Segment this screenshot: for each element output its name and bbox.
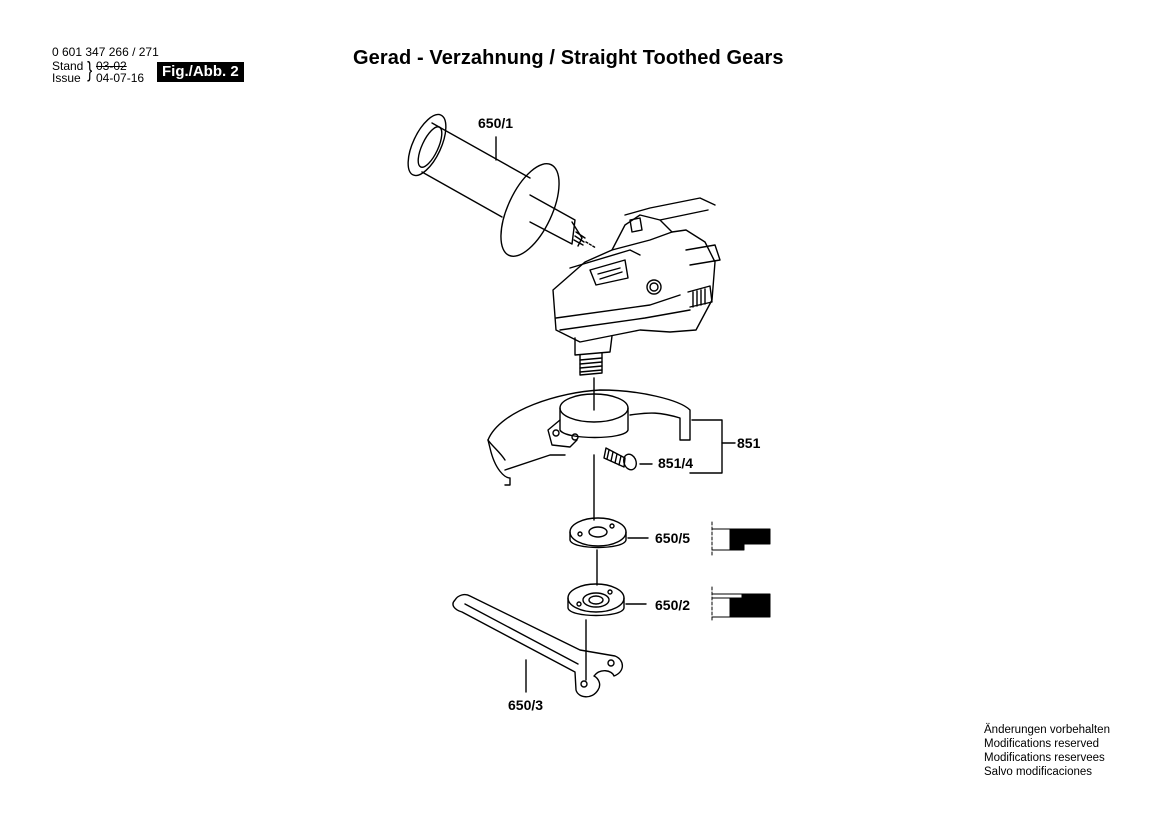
part-label-650-2: 650/2 [655, 597, 691, 613]
note-line-es: Salvo modificaciones [984, 766, 1093, 778]
brace-glyph: } [87, 57, 93, 82]
protective-guard-illustration [487, 389, 736, 486]
part-label-851: 851 [737, 435, 761, 451]
mounting-flange-illustration [569, 517, 649, 549]
note-line-de: Änderungen vorbehalten [984, 724, 1110, 736]
issue-label: Issue [52, 71, 81, 85]
clamping-nut-illustration [567, 583, 647, 617]
angle-grinder-illustration [552, 197, 721, 376]
part-label-650-5: 650/5 [655, 530, 691, 546]
flange-profile-icons [711, 521, 771, 621]
part-label-851-4: 851/4 [658, 455, 694, 471]
note-line-fr: Modifications reservees [984, 752, 1105, 764]
stand-date: 03-02 [96, 59, 127, 73]
stand-label: Stand [52, 59, 84, 73]
part-label-650-1: 650/1 [478, 115, 514, 131]
note-line-en: Modifications reserved [984, 738, 1100, 750]
modifications-note: Änderungen vorbehalten Modifications res… [984, 723, 1110, 779]
part-label-650-3: 650/3 [508, 697, 544, 713]
two-pin-spanner-illustration [452, 593, 624, 698]
side-handle-illustration [407, 113, 597, 257]
clamping-screw-illustration [603, 447, 653, 471]
page-title: Gerad - Verzahnung / Straight Toothed Ge… [353, 47, 784, 69]
issue-date: 04-07-16 [96, 71, 145, 85]
stand-issue-labels: Stand Issue [52, 60, 83, 84]
figure-badge: Fig./Abb. 2 [157, 62, 244, 82]
document-number: 0 601 347 266 / 271 [52, 45, 159, 59]
stand-issue-dates: 03-02 04-07-16 [96, 60, 144, 84]
